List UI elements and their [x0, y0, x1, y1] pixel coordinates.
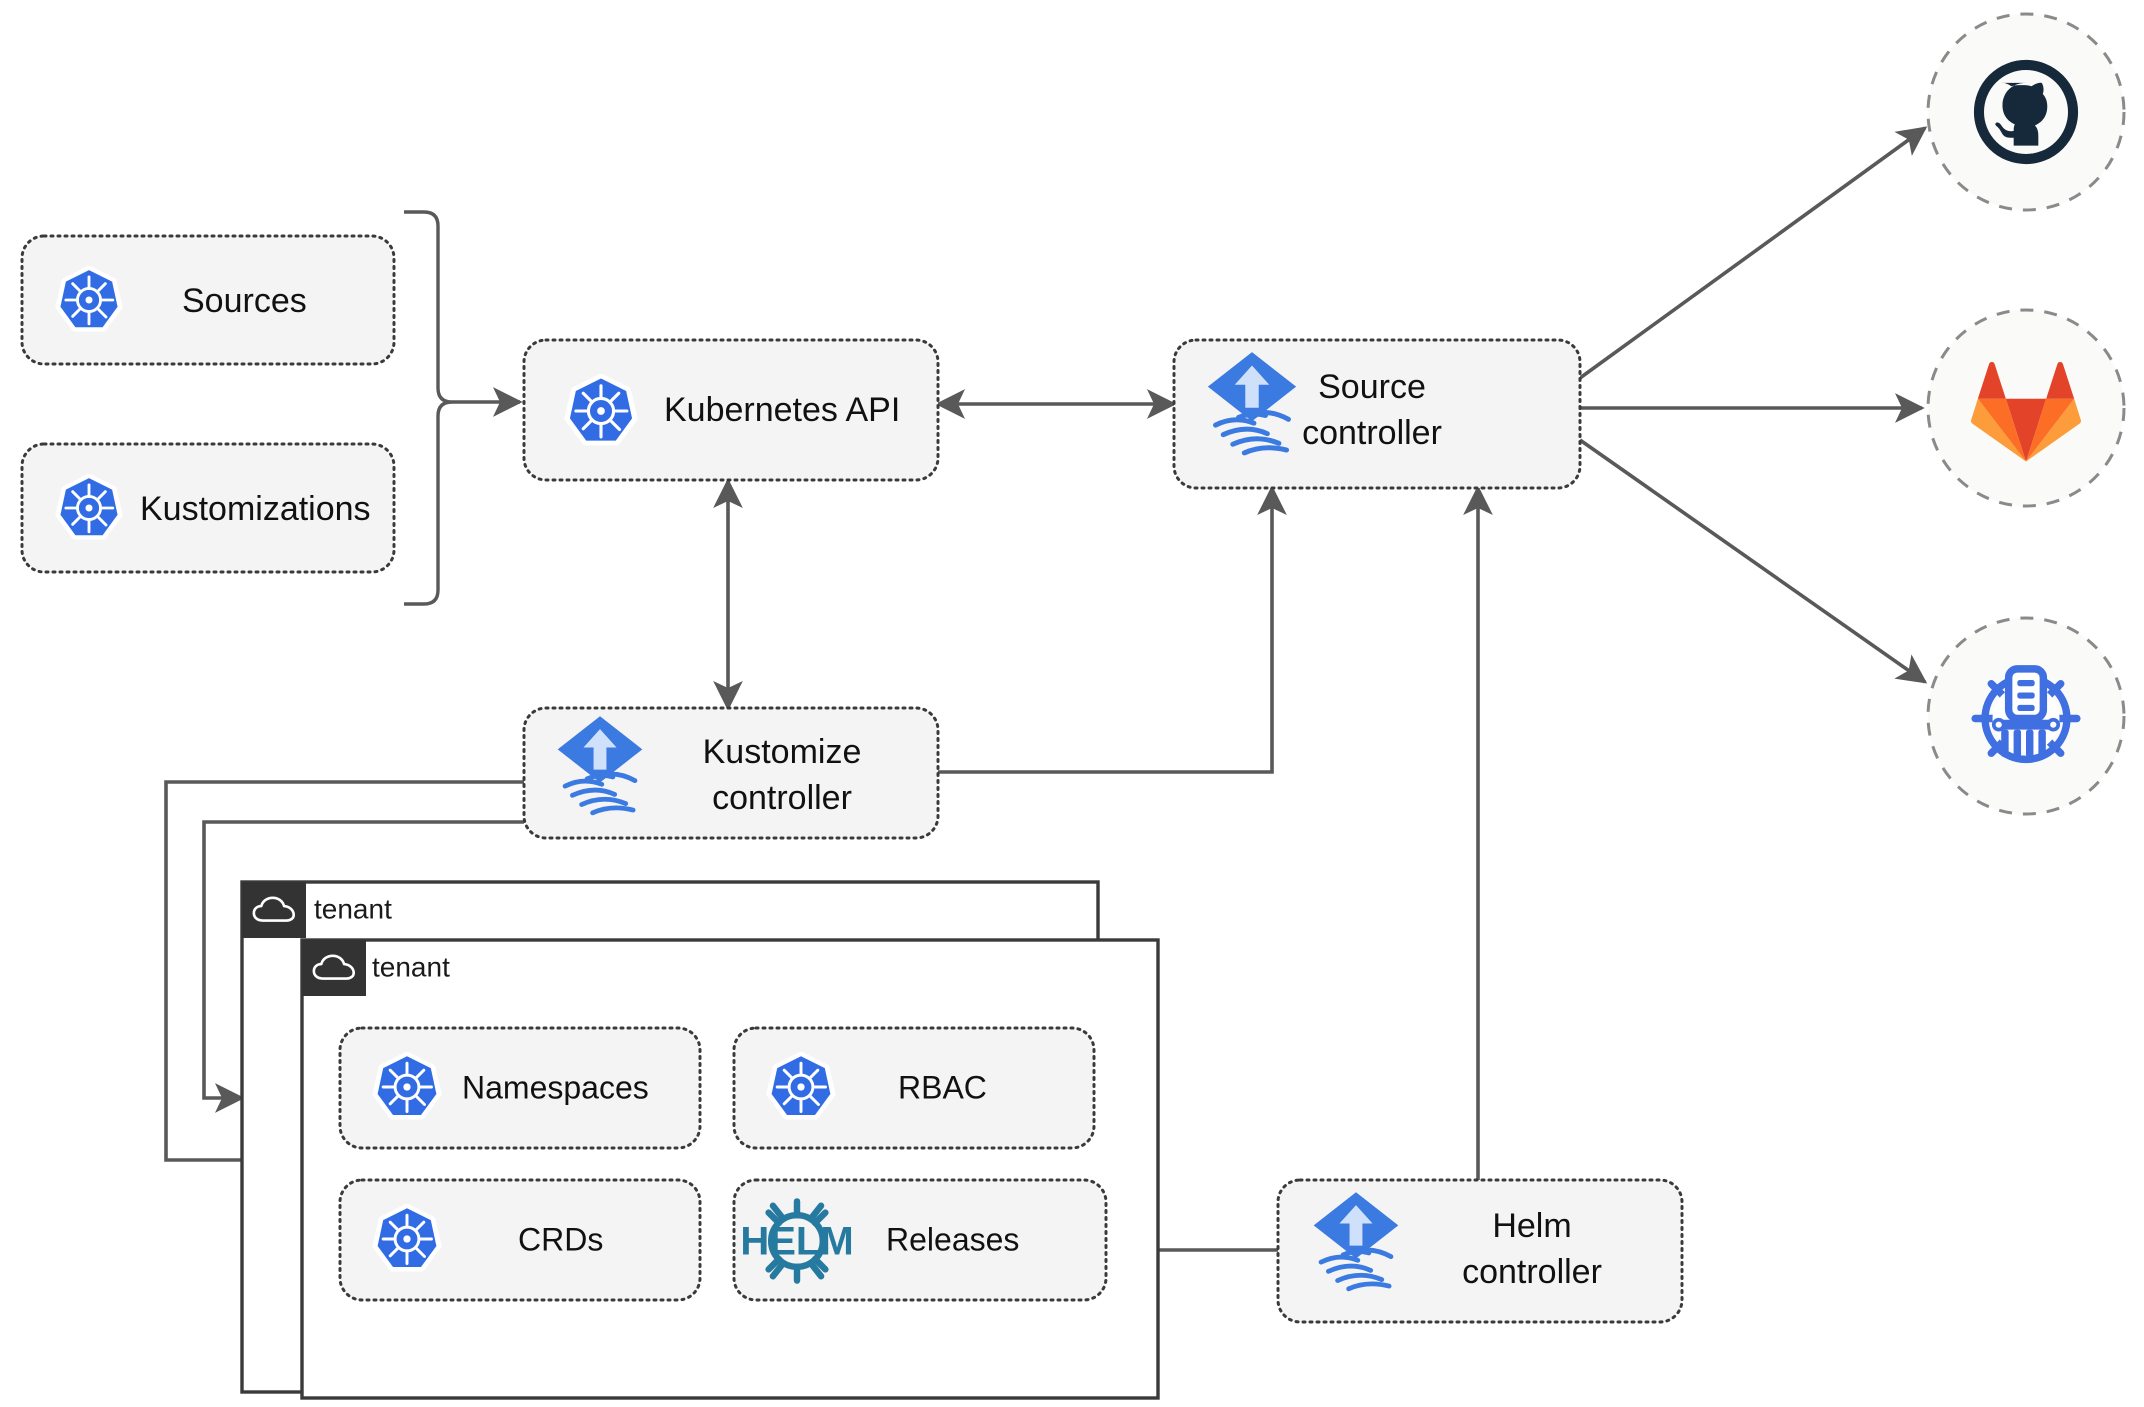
kubernetes-icon [568, 377, 635, 442]
edges-group [164, 126, 1928, 1265]
node-namespaces[interactable]: Namespaces [338, 1026, 702, 1150]
node-crds[interactable]: CRDs [338, 1178, 702, 1302]
providers-group [1926, 12, 2126, 816]
provider-github[interactable] [1926, 12, 2126, 212]
tenant-front-label: tenant [372, 951, 450, 982]
edge-source-to-github [1578, 126, 1928, 380]
node-crds-label: CRDs [518, 1221, 603, 1257]
edge-kustomize-to-tenant-back [164, 780, 524, 1175]
kubernetes-icon [58, 477, 119, 537]
edge-resources-brace [404, 210, 453, 606]
provider-gitlab[interactable] [1926, 308, 2126, 508]
tenant-front[interactable]: tenant [300, 938, 1160, 1400]
node-sources[interactable]: Sources [20, 234, 396, 366]
node-helm-controller-label-line2: controller [1462, 1253, 1602, 1291]
edge-kustomize-to-tenant-front [202, 820, 524, 1113]
node-kustomize-controller-label-line2: controller [712, 779, 852, 817]
provider-bucket[interactable] [1926, 616, 2126, 816]
node-kustomize-controller[interactable]: Kustomize controller [522, 706, 940, 840]
nodes-group: Sources Kustomizations Kubernetes API So… [20, 234, 1684, 1324]
tenant-front-badge [302, 940, 366, 996]
node-helm-controller-label-line1: Helm [1492, 1207, 1571, 1245]
node-kustomizations[interactable]: Kustomizations [20, 442, 396, 574]
node-source-controller[interactable]: Source controller [1172, 338, 1582, 490]
kubernetes-icon [376, 1207, 439, 1269]
kubernetes-icon [376, 1055, 439, 1117]
node-kustomizations-label: Kustomizations [140, 490, 371, 528]
node-kubernetes-api[interactable]: Kubernetes API [522, 338, 940, 482]
kubernetes-icon [58, 269, 119, 329]
node-kubernetes-api-label: Kubernetes API [664, 391, 900, 429]
helm-wordmark: HELM [740, 1220, 853, 1264]
node-source-controller-label-line1: Source [1318, 368, 1426, 406]
node-rbac-label: RBAC [898, 1069, 987, 1105]
node-releases-label: Releases [886, 1221, 1019, 1257]
kubernetes-icon [770, 1055, 833, 1117]
node-sources-label: Sources [182, 282, 307, 320]
node-releases[interactable]: HELM Releases [732, 1178, 1108, 1302]
node-helm-controller[interactable]: Helm controller [1276, 1178, 1684, 1324]
tenant-back-label: tenant [314, 893, 392, 924]
node-source-controller-label-line2: controller [1302, 414, 1442, 452]
node-rbac[interactable]: RBAC [732, 1026, 1096, 1150]
edge-kustomize-to-source-controller [938, 485, 1287, 774]
edge-source-to-bucket [1578, 438, 1928, 684]
node-kustomize-controller-label-line1: Kustomize [703, 733, 862, 771]
tenant-back-badge [242, 882, 306, 938]
node-namespaces-label: Namespaces [462, 1069, 649, 1105]
